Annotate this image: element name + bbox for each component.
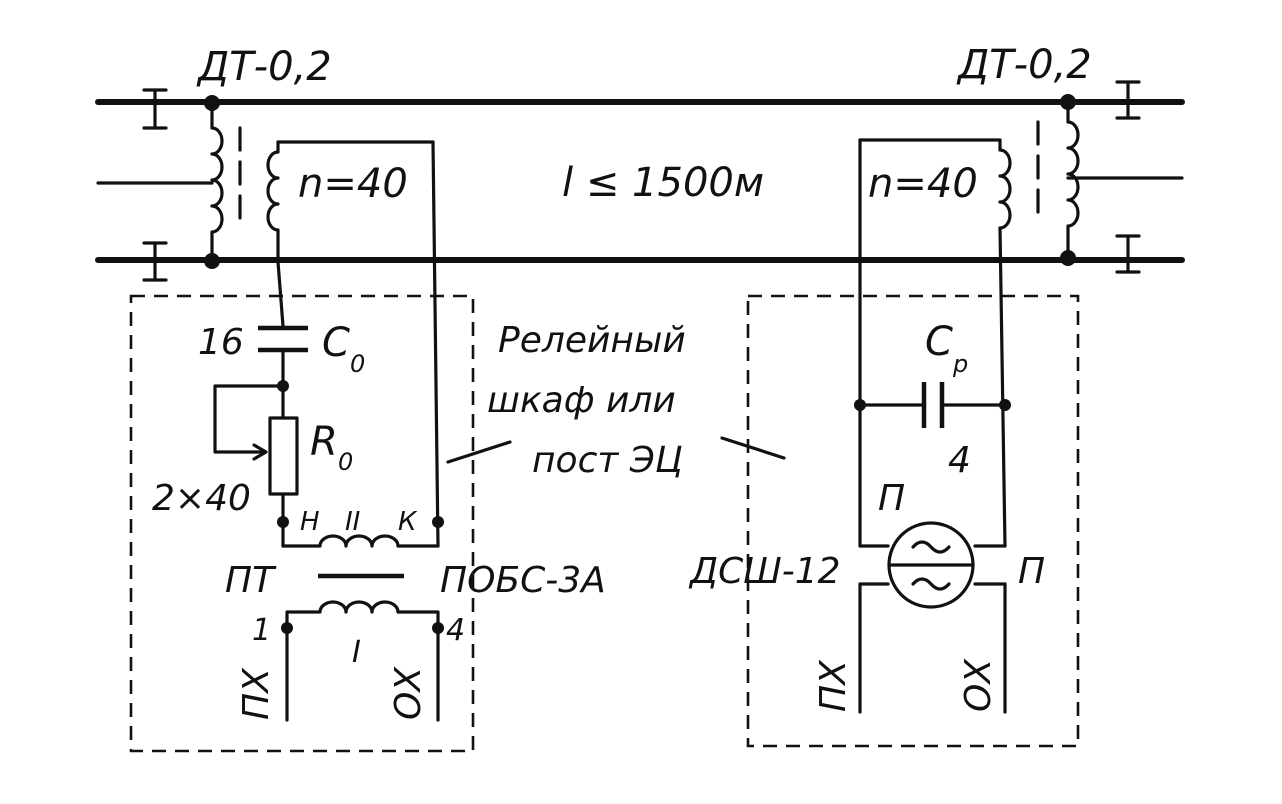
junction-dot [277, 516, 289, 528]
secondary-winding [998, 138, 1012, 230]
insulating-joint-top-right [1115, 80, 1141, 120]
px-left-label: ПХ [236, 667, 277, 720]
c0-name: C [322, 320, 350, 366]
ox-right-label: ОХ [958, 658, 999, 712]
c0-sub: 0 [350, 350, 365, 378]
left-choke-transformer: ДТ-0,2 n=40 [196, 44, 435, 269]
insulating-joint-top-left [142, 88, 168, 130]
right-relay-cabinet: C p 4 П ДСШ-12 П ПХ ОХ [688, 138, 1080, 748]
winding-h-label: Н [300, 507, 320, 537]
pobs-label: ПОБС-3А [440, 560, 606, 601]
right-choke-transformer: ДТ-0,2 n=40 [858, 42, 1092, 266]
relay-tilde-lower [911, 577, 951, 591]
length-label: l ≤ 1500м [562, 160, 764, 206]
c0-value: 16 [198, 322, 244, 363]
r0-value: 2×40 [152, 478, 251, 519]
winding-ii [281, 534, 440, 548]
ox-left-label: ОХ [388, 666, 429, 720]
left-cabinet-boundary [129, 294, 475, 753]
terminal-1-label: 1 [252, 613, 271, 648]
px-right-label: ПХ [813, 659, 854, 712]
left-relay-cabinet: 16 C 0 R 0 2×40 Н II К ПТ ПОБС-3А I 1 4 [129, 140, 606, 753]
relay-cabinet-line3: пост ЭЦ [532, 440, 683, 481]
pointer-left [446, 440, 512, 464]
r0-slider-arrow [252, 443, 268, 461]
r0-sub: 0 [338, 448, 353, 476]
primary-winding [210, 101, 224, 263]
terminal-4-label: 4 [446, 613, 465, 648]
winding-i-label: I [352, 635, 361, 670]
right-cabinet-boundary [746, 294, 1080, 748]
relay-tilde-upper [911, 540, 951, 554]
winding-i [285, 600, 440, 628]
secondary-winding [266, 140, 280, 264]
insulating-joint-bottom-left [142, 241, 168, 282]
winding-ii-label: II [345, 507, 360, 537]
lead-to-c0 [276, 260, 285, 328]
dt-left-label: ДТ-0,2 [196, 44, 332, 90]
right-lead [431, 140, 440, 548]
winding-k-label: К [398, 507, 418, 537]
middle-annotations: l ≤ 1500м Релейный шкаф или пост ЭЦ [446, 160, 786, 481]
pointer-right [720, 436, 786, 460]
r0-name: R [310, 419, 338, 465]
pt-label: ПТ [225, 560, 277, 601]
cp-name: C [925, 319, 953, 365]
r0-slider [213, 384, 285, 454]
right-lead [998, 226, 1007, 548]
dt-right-label: ДТ-0,2 [956, 42, 1092, 88]
cp-value: 4 [948, 440, 971, 481]
cp-sub: p [952, 350, 968, 378]
dsh-label: ДСШ-12 [688, 551, 841, 592]
junction-dot [432, 516, 444, 528]
relay-cabinet-line1: Релейный [498, 320, 686, 361]
p-right-label: П [1018, 551, 1045, 592]
n-left-label: n=40 [298, 161, 408, 207]
n-right-label: n=40 [868, 161, 978, 207]
r0-resistor [268, 416, 299, 496]
primary-winding [1066, 100, 1080, 260]
relay-cabinet-line2: шкаф или [487, 380, 676, 421]
insulating-joint-bottom-right [1115, 234, 1141, 274]
p-top-label: П [878, 478, 905, 519]
